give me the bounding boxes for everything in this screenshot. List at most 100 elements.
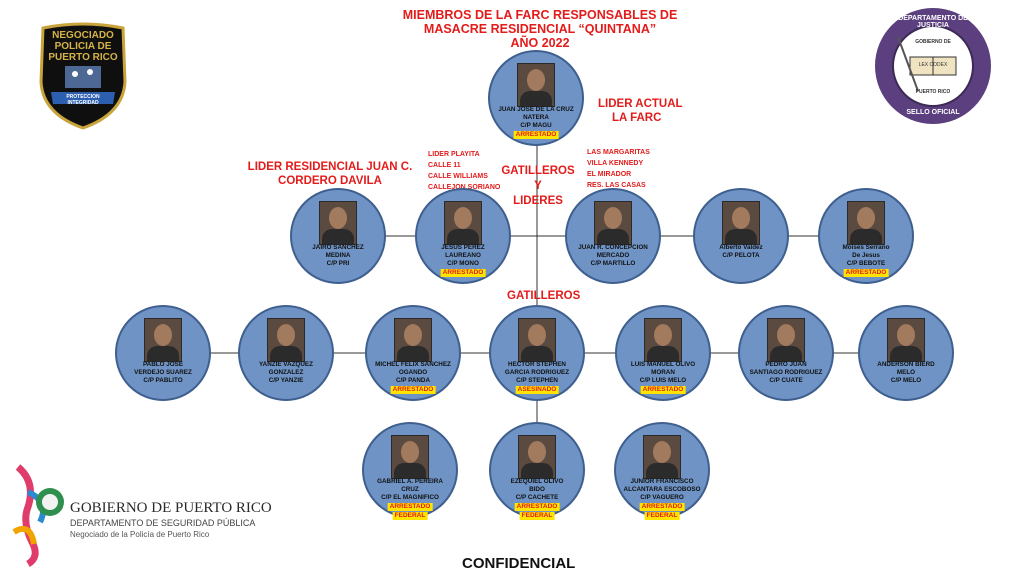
margaritas-line-4: RES. LAS CASAS [587, 182, 646, 189]
person-name-line: C/P PRI [326, 260, 350, 267]
person-photo [144, 318, 182, 362]
label-lider-playita: LIDER PLAYITA CALLE 11 CALLE WILLIAMS CA… [428, 149, 500, 193]
person-name-line: C/P VAGUERO [640, 494, 684, 501]
person-name-line: MICHEL FELIX SANCHEZ [375, 361, 451, 368]
gatilleros-lideres-line-2: Y [534, 180, 542, 192]
person-name-line: C/P CUATE [769, 377, 803, 384]
person-name-line: MEDINA [325, 252, 351, 259]
status-badge: ARRESTADO [843, 269, 889, 277]
person-name-line: C/P MELO [890, 377, 922, 384]
person-name-line: Moises Serrano [842, 244, 890, 251]
status-badge: ARRESTADO [514, 503, 560, 511]
person-name-line: MELO [896, 369, 916, 376]
lider-playita-line-4: CALLEJON SORIANO [428, 182, 500, 193]
person-name-line: C/P YANZIE [268, 377, 304, 384]
person-name-line: GABRIEL A. PEREIRA [377, 478, 443, 485]
lider-actual-line-1: LIDER ACTUAL [598, 98, 683, 110]
person-photo [319, 201, 357, 245]
person-name-line: LAUREANO [445, 252, 481, 259]
gov-dept: DEPARTAMENTO DE SEGURIDAD PÚBLICA [70, 518, 256, 528]
margaritas-line-3: EL MIRADOR [587, 171, 632, 178]
lider-residencial-line-1: LIDER RESIDENCIAL JUAN C. [247, 161, 413, 173]
person-name-line: C/P PANDA [395, 377, 431, 384]
lider-playita-line-3: CALLE WILLIAMS [428, 173, 488, 180]
justice-seal-book: LEX CODEX [918, 62, 948, 68]
status-badge: ARRESTADO [639, 503, 685, 511]
label-lider-residencial: LIDER RESIDENCIAL JUAN C. CORDERO DAVILA [245, 160, 415, 188]
police-logo: NEGOCIADO POLICIA DE PUERTO RICO PROTECC… [35, 22, 131, 132]
person-photo [518, 318, 556, 362]
person-name-line: LUIS MANUEL OLIVO [630, 361, 696, 368]
person-name-line: JAIRO SANCHEZ [312, 244, 364, 251]
person-photo [518, 435, 556, 479]
justice-seal: DEPARTAMENTO DE JUSTICIA GOBIERNO DE LEX… [872, 5, 994, 127]
person-name-line: PEDRO JUAN [765, 361, 807, 368]
person-name-line: De Jesus [852, 252, 880, 259]
police-logo-ribbon: PROTECCION INTEGRIDAD [66, 94, 100, 106]
lider-playita-line-1: LIDER PLAYITA [428, 151, 480, 158]
label-margaritas: LAS MARGARITAS VILLA KENNEDY EL MIRADOR … [587, 147, 650, 191]
person-name-line: EZEQUIEL OLIVO [510, 478, 564, 485]
person-name-line: C/P MONO [447, 260, 479, 267]
person-name-line: CRUZ [401, 486, 419, 493]
person-name-line: GARCIA RODRIGUEZ [504, 369, 570, 376]
person-photo [594, 201, 632, 245]
label-gatilleros-lideres: GATILLEROS Y LIDERES [498, 164, 578, 209]
person-name-line: ALCANTARA ESCOBOSO [623, 486, 701, 493]
person-name-line: BIDO [529, 486, 545, 493]
person-name-line: C/P CACHETE [515, 494, 559, 501]
person-photo [887, 318, 925, 362]
person-name-line: C/P PABLITO [143, 377, 183, 384]
person-name-line: C/P STEPHEN [516, 377, 558, 384]
status-badge: FEDERAL [644, 512, 680, 520]
person-name-line: NATERA [523, 114, 549, 121]
person-name-line: JUAN JOSE DE LA CRUZ [498, 106, 574, 113]
person-name-line: MORAN [651, 369, 675, 376]
lider-actual-line-2: LA FARC [612, 112, 662, 124]
status-badge: FEDERAL [392, 512, 428, 520]
justice-seal-inner: GOBIERNO DE [915, 39, 951, 45]
person-photo [722, 201, 760, 245]
person-name-line: C/P BEBOTE [846, 260, 886, 267]
person-photo [267, 318, 305, 362]
person-name-line: PABLO JOSE [142, 361, 184, 368]
person-name-line: C/P LUIS MELO [639, 377, 687, 384]
person-photo [517, 63, 555, 107]
person-name-line: C/P PELOTA [722, 252, 760, 259]
label-gatilleros: GATILLEROS [507, 290, 581, 302]
status-badge: ARRESTADO [390, 386, 436, 394]
status-badge: ARRESTADO [640, 386, 686, 394]
person-name-line: C/P MAGU [520, 122, 552, 129]
footer-confidencial: CONFIDENCIAL [462, 555, 576, 572]
person-photo [847, 201, 885, 245]
person-photo [391, 435, 429, 479]
label-lider-actual: LIDER ACTUAL LA FARC [598, 97, 683, 125]
justice-seal-top: DEPARTAMENTO DE JUSTICIA [898, 15, 968, 29]
margaritas-line-1: LAS MARGARITAS [587, 149, 650, 156]
person-name-line: ANDERSON BIERD [877, 361, 935, 368]
title-line-2: MASACRE RESIDENCIAL “QUINTANA” [423, 22, 657, 36]
person-name-line: JESUS PEREZ [441, 244, 485, 251]
person-name-line: MERCADO [596, 252, 630, 259]
